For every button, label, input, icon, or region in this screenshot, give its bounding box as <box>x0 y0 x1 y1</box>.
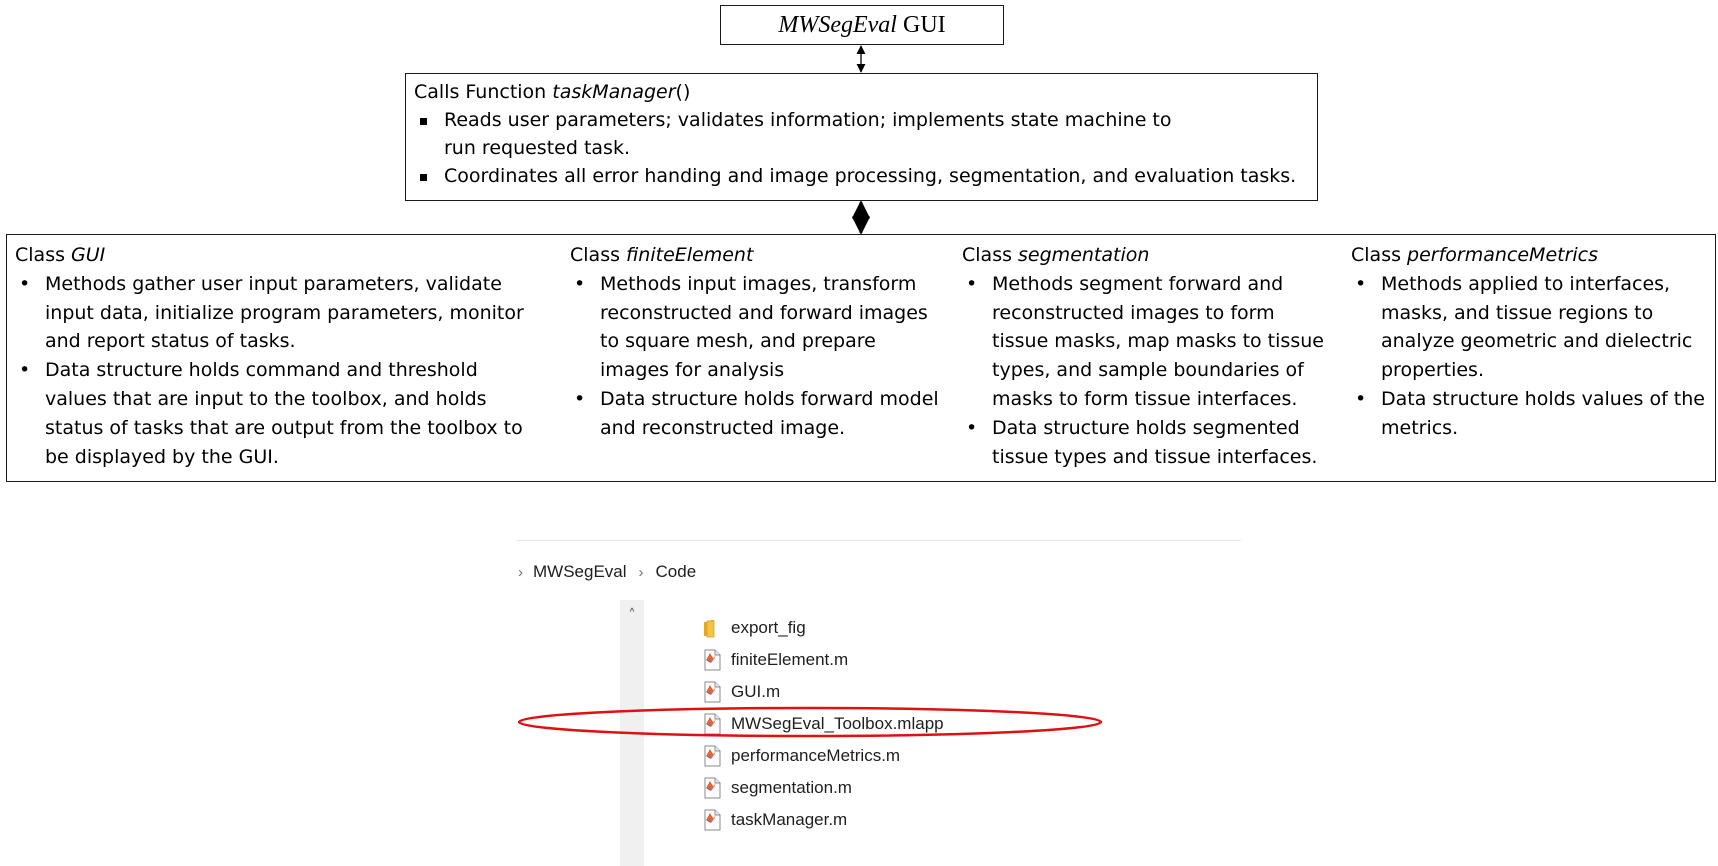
class-bullet: Methods input images, transform reconstr… <box>570 270 940 385</box>
class-bullet: Methods gather user input parameters, va… <box>15 270 535 356</box>
file-name: segmentation.m <box>731 778 852 797</box>
class-name: GUI <box>71 244 106 266</box>
file-list: export_fig finiteElement.m GUI.m <box>702 612 944 836</box>
breadcrumb: › MWSegEval › Code <box>516 558 696 586</box>
class-finiteelement-column: Class finiteElement Methods input images… <box>570 241 940 443</box>
chevron-right-icon[interactable]: › <box>518 563 523 581</box>
task-manager-title-prefix: Calls Function <box>414 81 553 103</box>
task-manager-bullets: Reads user parameters; validates informa… <box>414 106 1309 190</box>
file-item-mwsegeval-toolbox[interactable]: MWSegEval_Toolbox.mlapp <box>702 708 944 740</box>
class-prefix: Class <box>570 244 627 266</box>
class-name: finiteElement <box>626 244 754 266</box>
class-bullet: Data structure holds segmented tissue ty… <box>962 414 1332 472</box>
file-name: finiteElement.m <box>731 650 849 669</box>
class-performancemetrics-title: Class performanceMetrics <box>1351 241 1709 270</box>
highlight-ellipse <box>517 706 1103 738</box>
file-name: performanceMetrics.m <box>731 746 901 765</box>
class-finiteelement-title: Class finiteElement <box>570 241 940 270</box>
breadcrumb-item-code[interactable]: Code <box>655 562 697 581</box>
file-item-segmentation[interactable]: segmentation.m <box>702 772 944 804</box>
gui-box: MWSegEval GUI <box>720 5 1004 45</box>
class-bullet: Data structure holds forward model and r… <box>570 385 940 443</box>
file-item-taskmanager[interactable]: taskManager.m <box>702 804 944 836</box>
matlab-file-icon <box>704 809 721 831</box>
gui-title-rest: GUI <box>896 11 946 38</box>
class-name: segmentation <box>1018 244 1150 266</box>
chevron-up-icon[interactable]: ˄ <box>628 606 636 624</box>
class-segmentation-title: Class segmentation <box>962 241 1332 270</box>
breadcrumb-item-mwsegeval[interactable]: MWSegEval <box>533 562 627 581</box>
class-gui-column: Class GUI Methods gather user input para… <box>15 241 535 471</box>
matlab-file-icon <box>704 649 721 671</box>
file-item-performancemetrics[interactable]: performanceMetrics.m <box>702 740 944 772</box>
task-manager-bullet: Coordinates all error handing and image … <box>414 162 1309 190</box>
class-gui-bullets: Methods gather user input parameters, va… <box>15 270 535 472</box>
matlab-file-icon <box>704 745 721 767</box>
class-performancemetrics-bullets: Methods applied to interfaces, masks, an… <box>1351 270 1709 443</box>
matlab-file-icon <box>704 681 721 703</box>
class-finiteelement-bullets: Methods input images, transform reconstr… <box>570 270 940 443</box>
file-name: export_fig <box>731 618 806 637</box>
class-bullet: Methods applied to interfaces, masks, an… <box>1351 270 1709 385</box>
class-prefix: Class <box>1351 244 1408 266</box>
class-name: performanceMetrics <box>1407 244 1599 266</box>
task-manager-title: Calls Function taskManager() <box>414 78 1309 106</box>
class-performancemetrics-column: Class performanceMetrics Methods applied… <box>1351 241 1709 443</box>
file-explorer-panel: › MWSegEval › Code ˄ export_fig finiteEl… <box>516 538 1241 866</box>
class-prefix: Class <box>962 244 1019 266</box>
file-item-gui[interactable]: GUI.m <box>702 676 944 708</box>
matlab-file-icon <box>704 777 721 799</box>
task-manager-box: Calls Function taskManager() Reads user … <box>405 73 1318 201</box>
task-manager-bullet: Reads user parameters; validates informa… <box>414 106 1204 162</box>
file-name: MWSegEval_Toolbox.mlapp <box>731 714 944 733</box>
class-segmentation-column: Class segmentation Methods segment forwa… <box>962 241 1332 471</box>
class-bullet: Data structure holds command and thresho… <box>15 356 535 471</box>
class-bullet: Methods segment forward and reconstructe… <box>962 270 1332 414</box>
class-segmentation-bullets: Methods segment forward and reconstructe… <box>962 270 1332 472</box>
class-bullet: Data structure holds values of the metri… <box>1351 385 1709 443</box>
task-manager-function-name: taskManager <box>552 81 676 103</box>
gui-title-italic: MWSegEval <box>778 11 897 38</box>
task-manager-title-suffix: () <box>675 81 691 103</box>
file-item-export-fig[interactable]: export_fig <box>702 612 944 644</box>
class-gui-title: Class GUI <box>15 241 535 270</box>
explorer-divider <box>516 540 1241 541</box>
file-name: taskManager.m <box>731 810 848 829</box>
folder-icon <box>704 620 715 638</box>
file-item-finiteelement[interactable]: finiteElement.m <box>702 644 944 676</box>
gui-title: MWSegEval GUI <box>778 12 945 39</box>
class-prefix: Class <box>15 244 72 266</box>
chevron-right-icon[interactable]: › <box>638 563 644 581</box>
matlab-file-icon <box>704 713 721 735</box>
classes-box: Class GUI Methods gather user input para… <box>6 234 1716 482</box>
file-name: GUI.m <box>731 682 781 701</box>
